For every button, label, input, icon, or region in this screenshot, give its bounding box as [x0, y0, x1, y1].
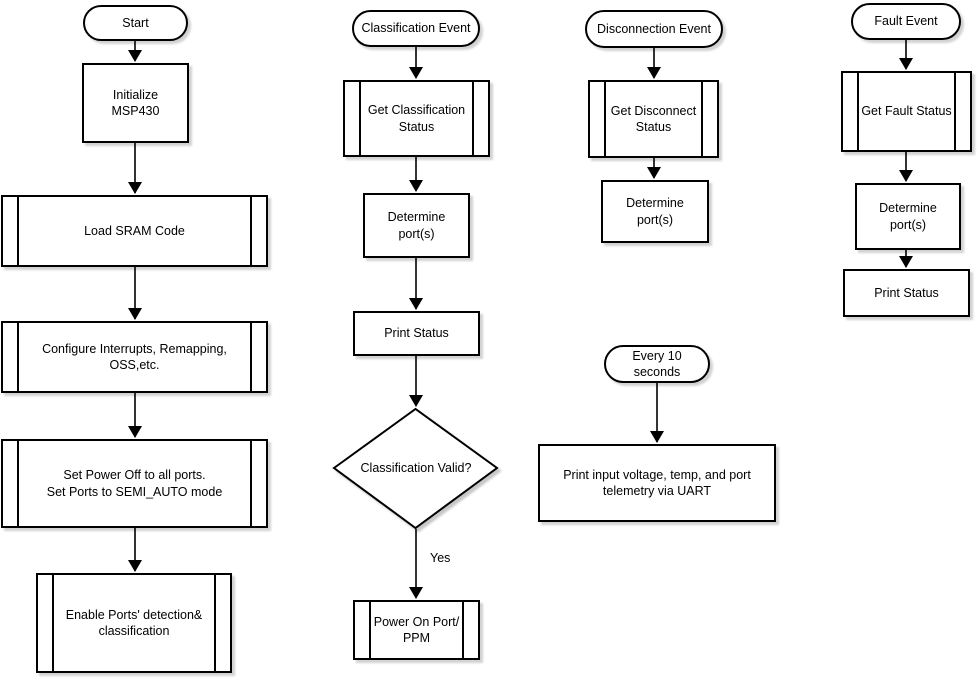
node-label: Fault Event: [874, 14, 938, 29]
node-label: Power On Port/ PPM: [373, 614, 460, 645]
predef-bar-right: [701, 82, 703, 156]
predef-bar-right: [462, 602, 464, 658]
edge-label-text: Yes: [430, 551, 451, 565]
node-power-on-port-ppm: Power On Port/ PPM: [353, 600, 480, 660]
node-label: Load SRAM Code: [84, 223, 185, 238]
node-label: Set Power Off to all ports. Set Ports to…: [46, 468, 223, 499]
node-initialize-msp430: Initialize MSP430: [82, 63, 189, 143]
predef-bar-right: [954, 73, 956, 150]
predef-bar-right: [214, 575, 216, 671]
predef-bar-right: [250, 323, 252, 391]
node-label: Classification Event: [361, 21, 471, 36]
node-label: Start: [122, 15, 149, 30]
node-print-status-classification: Print Status: [353, 311, 480, 356]
node-get-classification-status: Get Classification Status: [343, 80, 490, 157]
node-label: Get Classification Status: [367, 103, 466, 134]
node-start: Start: [83, 5, 188, 41]
node-load-sram-code: Load SRAM Code: [1, 195, 268, 267]
node-label: Classification Valid?: [360, 461, 472, 475]
node-label: Every 10 seconds: [632, 348, 682, 379]
predef-bar-left: [17, 441, 19, 526]
node-print-status-fault: Print Status: [843, 269, 970, 317]
node-print-telemetry: Print input voltage, temp, and port tele…: [538, 444, 776, 522]
predef-bar-right: [250, 441, 252, 526]
node-determine-ports-disconnection: Determine port(s): [601, 180, 709, 243]
predef-bar-left: [857, 73, 859, 150]
node-get-disconnect-status: Get Disconnect Status: [588, 80, 719, 158]
node-label: Print Status: [384, 326, 449, 341]
node-label: Disconnection Event: [597, 21, 711, 36]
node-enable-ports-detection: Enable Ports' detection& classification: [36, 573, 232, 673]
node-label: Print Status: [874, 285, 939, 300]
predef-bar-left: [604, 82, 606, 156]
node-label: Get Fault Status: [861, 104, 952, 119]
predef-bar-left: [52, 575, 54, 671]
node-classification-valid-decision: Classification Valid?: [336, 440, 496, 496]
predef-bar-left: [17, 323, 19, 391]
predef-bar-left: [369, 602, 371, 658]
node-get-fault-status: Get Fault Status: [841, 71, 972, 152]
node-determine-ports-classification: Determine port(s): [363, 193, 470, 258]
node-set-power-off: Set Power Off to all ports. Set Ports to…: [1, 439, 268, 528]
node-label: Determine port(s): [626, 196, 684, 227]
node-label: Determine port(s): [387, 210, 446, 241]
node-configure-interrupts: Configure Interrupts, Remapping, OSS,etc…: [1, 321, 268, 393]
predef-bar-right: [472, 82, 474, 155]
node-disconnection-event: Disconnection Event: [585, 10, 723, 48]
node-label: Configure Interrupts, Remapping, OSS,etc…: [42, 341, 227, 372]
node-every-10-seconds: Every 10 seconds: [604, 345, 710, 383]
node-determine-ports-fault: Determine port(s): [855, 183, 961, 250]
node-label: Initialize MSP430: [111, 87, 160, 118]
node-classification-event: Classification Event: [352, 10, 480, 47]
predef-bar-left: [359, 82, 361, 155]
node-label: Get Disconnect Status: [610, 103, 697, 134]
node-label: Enable Ports' detection& classification: [65, 607, 203, 638]
node-fault-event: Fault Event: [851, 3, 961, 40]
decision-diamond-shape: [332, 407, 499, 530]
node-label: Print input voltage, temp, and port tele…: [563, 467, 751, 498]
edge-label-yes: Yes: [426, 551, 454, 565]
predef-bar-left: [17, 197, 19, 265]
node-label: Determine port(s): [879, 201, 937, 232]
predef-bar-right: [250, 197, 252, 265]
